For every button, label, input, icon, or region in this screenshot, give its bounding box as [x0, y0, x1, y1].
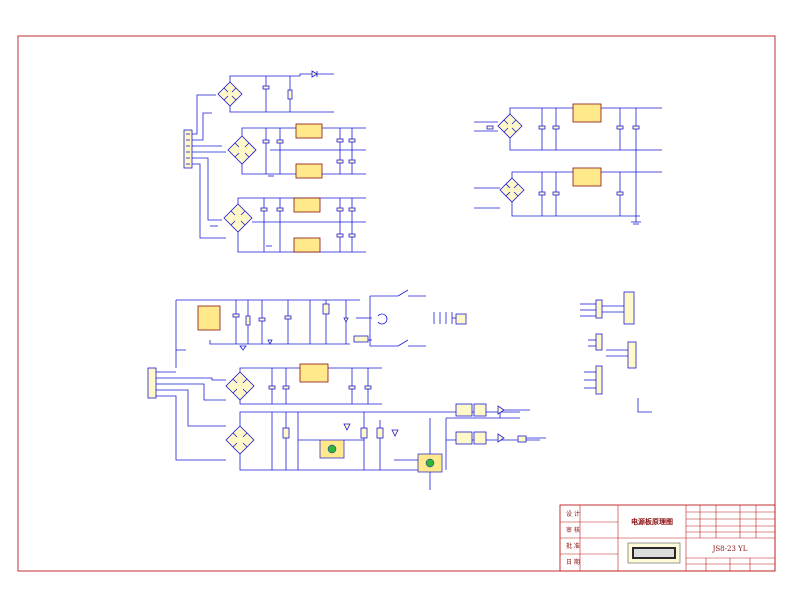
- regulator-u5: [572, 103, 602, 123]
- relay-coil: [455, 313, 467, 325]
- drawing-frame: [17, 35, 776, 572]
- bridge-rectifier-6: [225, 371, 255, 401]
- connector-j4: [627, 341, 637, 369]
- middle-left-block: [175, 289, 467, 368]
- regulator-u7: [197, 305, 221, 331]
- optocoupler-1: [455, 403, 473, 417]
- lower-left-block: [147, 363, 546, 490]
- connector-j3: [623, 291, 635, 325]
- regulator-u8: [299, 363, 329, 383]
- connector-j2: [147, 367, 157, 399]
- resistor-r7: [353, 335, 369, 343]
- regulator-u4: [293, 237, 321, 253]
- bridge-rectifier-5: [499, 177, 525, 203]
- regulator-u3: [293, 197, 321, 213]
- optocoupler-2: [455, 431, 473, 445]
- title-block-label-design: 设 计: [566, 510, 580, 518]
- top-right-power-block: [474, 103, 662, 225]
- bridge-rectifier-2: [227, 135, 257, 165]
- connector-cluster: [580, 291, 652, 413]
- regulator-u1: [295, 123, 323, 139]
- regulator-u2: [295, 163, 323, 179]
- regulator-u6: [572, 167, 602, 187]
- bridge-rectifier-7: [225, 425, 255, 455]
- bridge-rectifier-1: [217, 81, 243, 107]
- title-block-label-approve: 批 准: [566, 542, 580, 550]
- bridge-rectifier-3: [223, 203, 253, 233]
- title-block-label-date: 日 期: [566, 558, 580, 566]
- bridge-rectifier-4: [497, 113, 523, 139]
- drawing-number: JS8-23 YL: [712, 545, 748, 553]
- top-left-power-block: [183, 70, 366, 253]
- connector-j1: [183, 129, 193, 169]
- title-block-label-review: 审 核: [566, 526, 580, 534]
- drawing-title: 电源板原理图: [631, 517, 673, 526]
- title-block: 设 计 审 核 批 准 日 期 电源板原理图 JS8-23 YL: [559, 504, 776, 572]
